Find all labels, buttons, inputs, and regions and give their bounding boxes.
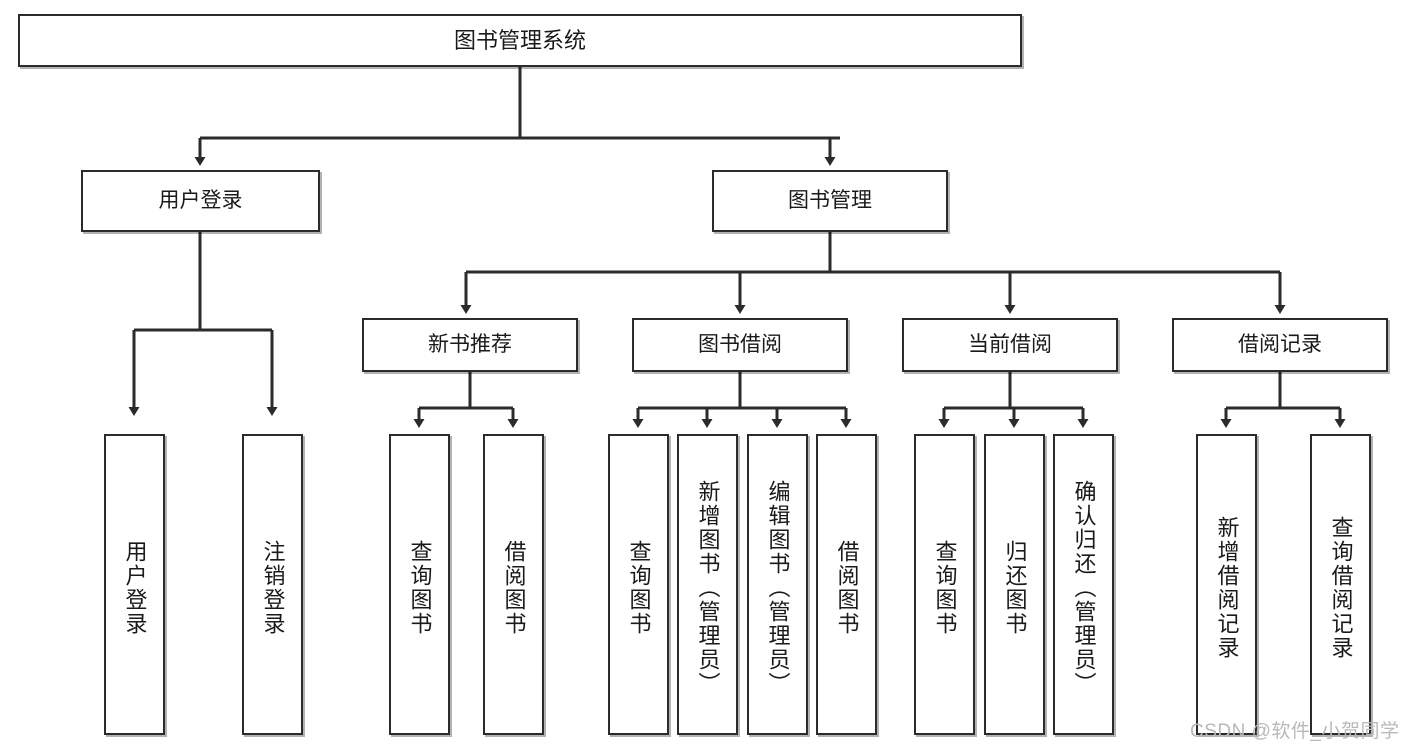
node-borrow-record[interactable]: 借阅记录	[1172, 318, 1388, 372]
node-leaf-borrow-book-1[interactable]: 借阅图书	[483, 434, 544, 735]
csdn-watermark: CSDN @软件_小贺同学	[1190, 721, 1400, 742]
node-leaf-user-login-label: 用户登录	[122, 539, 148, 636]
node-leaf-return-book-label: 归还图书	[1002, 539, 1028, 636]
node-book-borrow[interactable]: 图书借阅	[632, 318, 848, 372]
node-book-borrow-label: 图书借阅	[698, 332, 782, 356]
node-leaf-logout-label: 注销登录	[260, 539, 286, 636]
node-leaf-return-book[interactable]: 归还图书	[984, 434, 1045, 735]
node-leaf-query-book-2[interactable]: 查询图书	[608, 434, 669, 735]
node-leaf-add-record-label: 新增借阅记录	[1214, 515, 1240, 660]
node-root-label: 图书管理系统	[453, 27, 586, 53]
node-leaf-query-book-3-label: 查询图书	[932, 539, 958, 636]
node-leaf-confirm-return[interactable]: 确认归还（管理员）	[1053, 434, 1114, 735]
node-root[interactable]: 图书管理系统	[18, 14, 1022, 67]
node-leaf-logout[interactable]: 注销登录	[242, 434, 303, 735]
node-leaf-user-login[interactable]: 用户登录	[104, 434, 165, 735]
node-new-book-recommend-label: 新书推荐	[428, 332, 512, 356]
node-leaf-query-book-1-label: 查询图书	[407, 539, 433, 636]
node-leaf-borrow-book-2[interactable]: 借阅图书	[816, 434, 877, 735]
node-book-management-label: 图书管理	[788, 188, 872, 212]
node-leaf-add-book[interactable]: 新增图书（管理员）	[677, 434, 738, 735]
node-leaf-query-book-1[interactable]: 查询图书	[389, 434, 450, 735]
node-user-login-label: 用户登录	[158, 188, 243, 212]
node-leaf-borrow-book-2-label: 借阅图书	[834, 539, 860, 636]
node-leaf-confirm-return-label: 确认归还（管理员）	[1071, 479, 1097, 696]
node-leaf-query-record[interactable]: 查询借阅记录	[1310, 434, 1371, 735]
node-leaf-add-record[interactable]: 新增借阅记录	[1196, 434, 1257, 735]
node-leaf-add-book-label: 新增图书（管理员）	[695, 479, 721, 696]
node-leaf-query-record-label: 查询借阅记录	[1328, 515, 1354, 660]
node-borrow-record-label: 借阅记录	[1238, 332, 1322, 356]
node-leaf-query-book-2-label: 查询图书	[626, 539, 652, 636]
node-current-borrow-label: 当前借阅	[968, 332, 1052, 356]
node-leaf-borrow-book-1-label: 借阅图书	[501, 539, 527, 636]
node-leaf-edit-book-label: 编辑图书（管理员）	[765, 479, 791, 696]
node-current-borrow[interactable]: 当前借阅	[902, 318, 1118, 372]
node-new-book-recommend[interactable]: 新书推荐	[362, 318, 578, 372]
node-user-login[interactable]: 用户登录	[81, 170, 320, 232]
node-leaf-edit-book[interactable]: 编辑图书（管理员）	[747, 434, 808, 735]
node-leaf-query-book-3[interactable]: 查询图书	[914, 434, 975, 735]
node-book-management[interactable]: 图书管理	[712, 170, 948, 232]
